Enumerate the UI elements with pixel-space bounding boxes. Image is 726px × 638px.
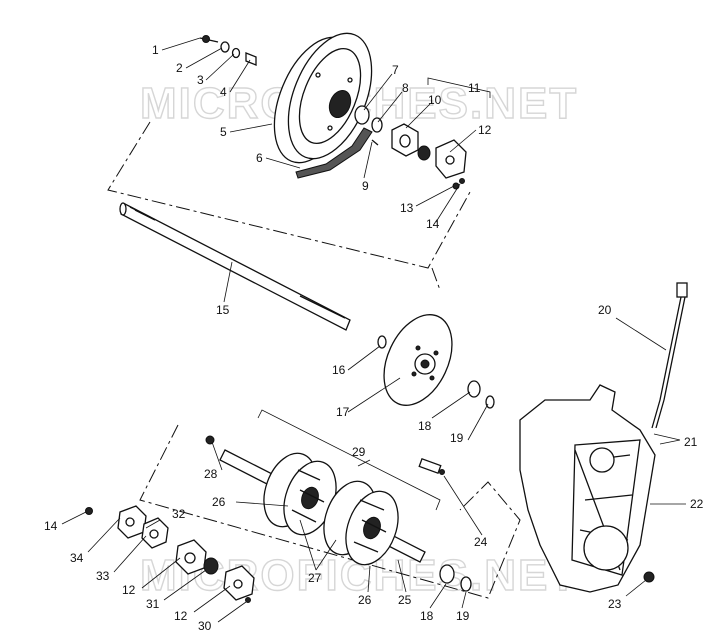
callout-13: 13	[400, 201, 414, 215]
drive-sprocket-26a-part	[263, 452, 337, 536]
driven-sprocket-5-part	[273, 32, 373, 164]
chaincase-22-part	[519, 384, 656, 593]
bolt-30-part	[245, 597, 251, 603]
bolt-24-part	[418, 457, 445, 475]
brake-disc-17-part	[383, 314, 453, 406]
leader-lines	[61, 37, 686, 623]
drive-shaft-assembly	[205, 435, 426, 566]
washer-3-part	[231, 47, 241, 59]
callout-31: 31	[146, 597, 160, 611]
callout-labels: 1 2 3 4 5 6 7 8 9 10 11 12 13 14 15 16 1…	[44, 43, 704, 633]
callout-14b: 14	[44, 519, 58, 533]
ring-19-part	[485, 395, 495, 409]
callout-16: 16	[332, 363, 346, 377]
callout-12c: 12	[174, 609, 188, 623]
washer-2-part	[220, 41, 230, 53]
callout-7: 7	[392, 63, 399, 77]
upper-sprocket-assembly	[199, 32, 491, 190]
drive-chain-6-part	[295, 127, 373, 179]
callout-18: 18	[418, 419, 432, 433]
ring-19b-part	[460, 576, 472, 592]
callout-33: 33	[96, 569, 110, 583]
callout-17: 17	[336, 405, 350, 419]
bearing-18b-part	[439, 564, 455, 584]
callout-27: 27	[308, 571, 322, 585]
callout-1: 1	[152, 43, 159, 57]
callout-18b: 18	[420, 609, 434, 623]
washer-8-part	[371, 117, 383, 133]
bracket-29	[257, 409, 441, 511]
ring-16-part	[377, 335, 387, 349]
callout-8: 8	[402, 81, 409, 95]
bracket-11	[427, 77, 491, 98]
callout-21: 21	[684, 435, 698, 449]
callout-34: 34	[70, 551, 84, 565]
callout-6: 6	[256, 151, 263, 165]
callout-30: 30	[198, 619, 212, 633]
bearing-31-part	[203, 557, 219, 575]
nut-23-part	[643, 571, 655, 583]
callout-3: 3	[197, 73, 204, 87]
callout-12b: 12	[122, 583, 136, 597]
callout-23: 23	[608, 597, 622, 611]
callout-32: 32	[172, 507, 186, 521]
callout-22: 22	[690, 497, 704, 511]
bolt-14b-part	[85, 507, 93, 515]
flange-12-part	[435, 139, 467, 179]
drive-sprocket-26b-part	[323, 480, 399, 566]
bearing-18-part	[467, 380, 481, 398]
callout-19b: 19	[456, 609, 470, 623]
callout-25: 25	[398, 593, 412, 607]
plate-34-part	[117, 505, 147, 539]
callout-29: 29	[352, 445, 366, 459]
assembly-dash-box-lower	[139, 424, 521, 599]
callout-12: 12	[478, 123, 492, 137]
pin-9-part	[371, 139, 379, 146]
callout-10: 10	[428, 93, 442, 107]
callout-19: 19	[450, 431, 464, 445]
callout-5: 5	[220, 125, 227, 139]
callout-2: 2	[176, 61, 183, 75]
callout-4: 4	[220, 85, 227, 99]
bolt-14-part	[459, 178, 465, 184]
callout-26b: 26	[358, 593, 372, 607]
callout-20: 20	[598, 303, 612, 317]
assembly-dash-link	[431, 267, 441, 291]
assembly-dash-box-upper	[107, 121, 471, 269]
bolt-1-part	[199, 35, 219, 43]
callout-28: 28	[204, 467, 218, 481]
jackshaft-15-part	[119, 202, 351, 331]
callout-24: 24	[474, 535, 488, 549]
speedometer-cable-20-part	[651, 282, 688, 429]
callout-26a: 26	[212, 495, 226, 509]
bearing-10-part	[391, 123, 431, 161]
plug-28-part	[205, 435, 215, 445]
collar-7-part	[354, 105, 370, 125]
callout-15: 15	[216, 303, 230, 317]
flange-12c-part	[223, 565, 255, 601]
callout-9: 9	[362, 179, 369, 193]
callout-11: 11	[468, 81, 481, 95]
spacer-4-part	[245, 52, 257, 66]
callout-14: 14	[426, 217, 440, 231]
seal-33-part	[141, 517, 169, 549]
